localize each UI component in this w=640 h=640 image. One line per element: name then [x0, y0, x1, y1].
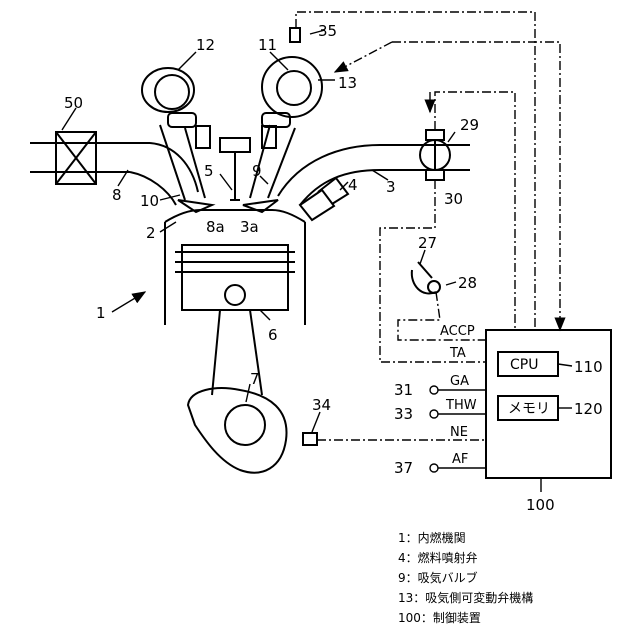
label-31: 31	[394, 381, 413, 399]
label-12: 12	[196, 36, 215, 54]
leader-110	[558, 364, 572, 366]
label-33: 33	[394, 405, 413, 423]
label-27: 27	[418, 234, 437, 252]
label-10: 10	[140, 192, 159, 210]
cam-sensor	[290, 28, 300, 42]
leader-12	[178, 52, 196, 70]
leader-5	[220, 174, 232, 190]
label-4: 4	[348, 176, 358, 194]
label-1: 1	[96, 304, 106, 322]
label-50: 50	[64, 94, 83, 112]
leader-29	[448, 132, 455, 142]
label-9: 9	[252, 162, 262, 180]
crankshaft	[188, 388, 287, 473]
label-13: 13	[338, 74, 357, 92]
legend-item: 13：吸気側可変動弁機構	[398, 590, 533, 605]
legend: 1：内燃機関 4：燃料噴射弁 9：吸気バルブ 13：吸気側可変動弁機構 100：…	[398, 530, 533, 625]
label-35: 35	[318, 22, 337, 40]
intake-cam	[262, 57, 322, 117]
label-8: 8	[112, 186, 122, 204]
label-28: 28	[458, 274, 477, 292]
label-5: 5	[204, 162, 214, 180]
leader-11	[270, 52, 288, 70]
leader-1	[112, 292, 145, 312]
label-37: 37	[394, 459, 413, 477]
thw-sensor-dot	[430, 410, 438, 418]
signal-ta: TA	[449, 346, 466, 361]
legend-item: 9：吸気バルブ	[398, 570, 478, 585]
af-sensor-dot	[430, 464, 438, 472]
label-110: 110	[574, 358, 603, 376]
cpu-label: CPU	[510, 357, 538, 373]
intake-rocker	[262, 113, 290, 127]
leader-34	[312, 412, 320, 432]
leader-28	[446, 282, 456, 285]
throttle	[420, 130, 450, 180]
leader-27	[420, 250, 425, 264]
accelerator-pedal	[412, 262, 440, 293]
leader-6	[260, 310, 270, 320]
label-3: 3	[386, 178, 396, 196]
leader-2	[160, 222, 176, 232]
label-7: 7	[250, 370, 260, 388]
label-30: 30	[444, 190, 463, 208]
exhaust-cam	[142, 68, 194, 112]
legend-item: 1：内燃機関	[398, 530, 466, 545]
signal-thw: THW	[445, 398, 477, 413]
catalyst	[56, 132, 96, 184]
intake-pipe	[278, 145, 470, 205]
cylinder-head	[165, 210, 305, 325]
label-100: 100	[526, 496, 555, 514]
label-11: 11	[258, 36, 277, 54]
signal-accp: ACCP	[440, 324, 475, 339]
label-34: 34	[312, 396, 331, 414]
crank-sensor	[303, 433, 317, 445]
signal-ne: NE	[450, 425, 468, 440]
label-29: 29	[460, 116, 479, 134]
legend-item: 4：燃料噴射弁	[398, 550, 478, 565]
piston	[175, 245, 295, 310]
ga-sensor-dot	[430, 386, 438, 394]
label-2: 2	[146, 224, 156, 242]
label-120: 120	[574, 400, 603, 418]
signal-af: AF	[452, 452, 468, 467]
legend-item: 100：制御装置	[398, 610, 481, 625]
exhaust-lifter	[196, 126, 210, 148]
spark-plug	[220, 138, 250, 200]
signal-ga: GA	[450, 374, 469, 389]
label-3a: 3a	[240, 218, 259, 236]
memory-label: メモリ	[508, 401, 550, 417]
label-6: 6	[268, 326, 278, 344]
label-8a: 8a	[206, 218, 225, 236]
exhaust-rocker	[168, 113, 196, 127]
